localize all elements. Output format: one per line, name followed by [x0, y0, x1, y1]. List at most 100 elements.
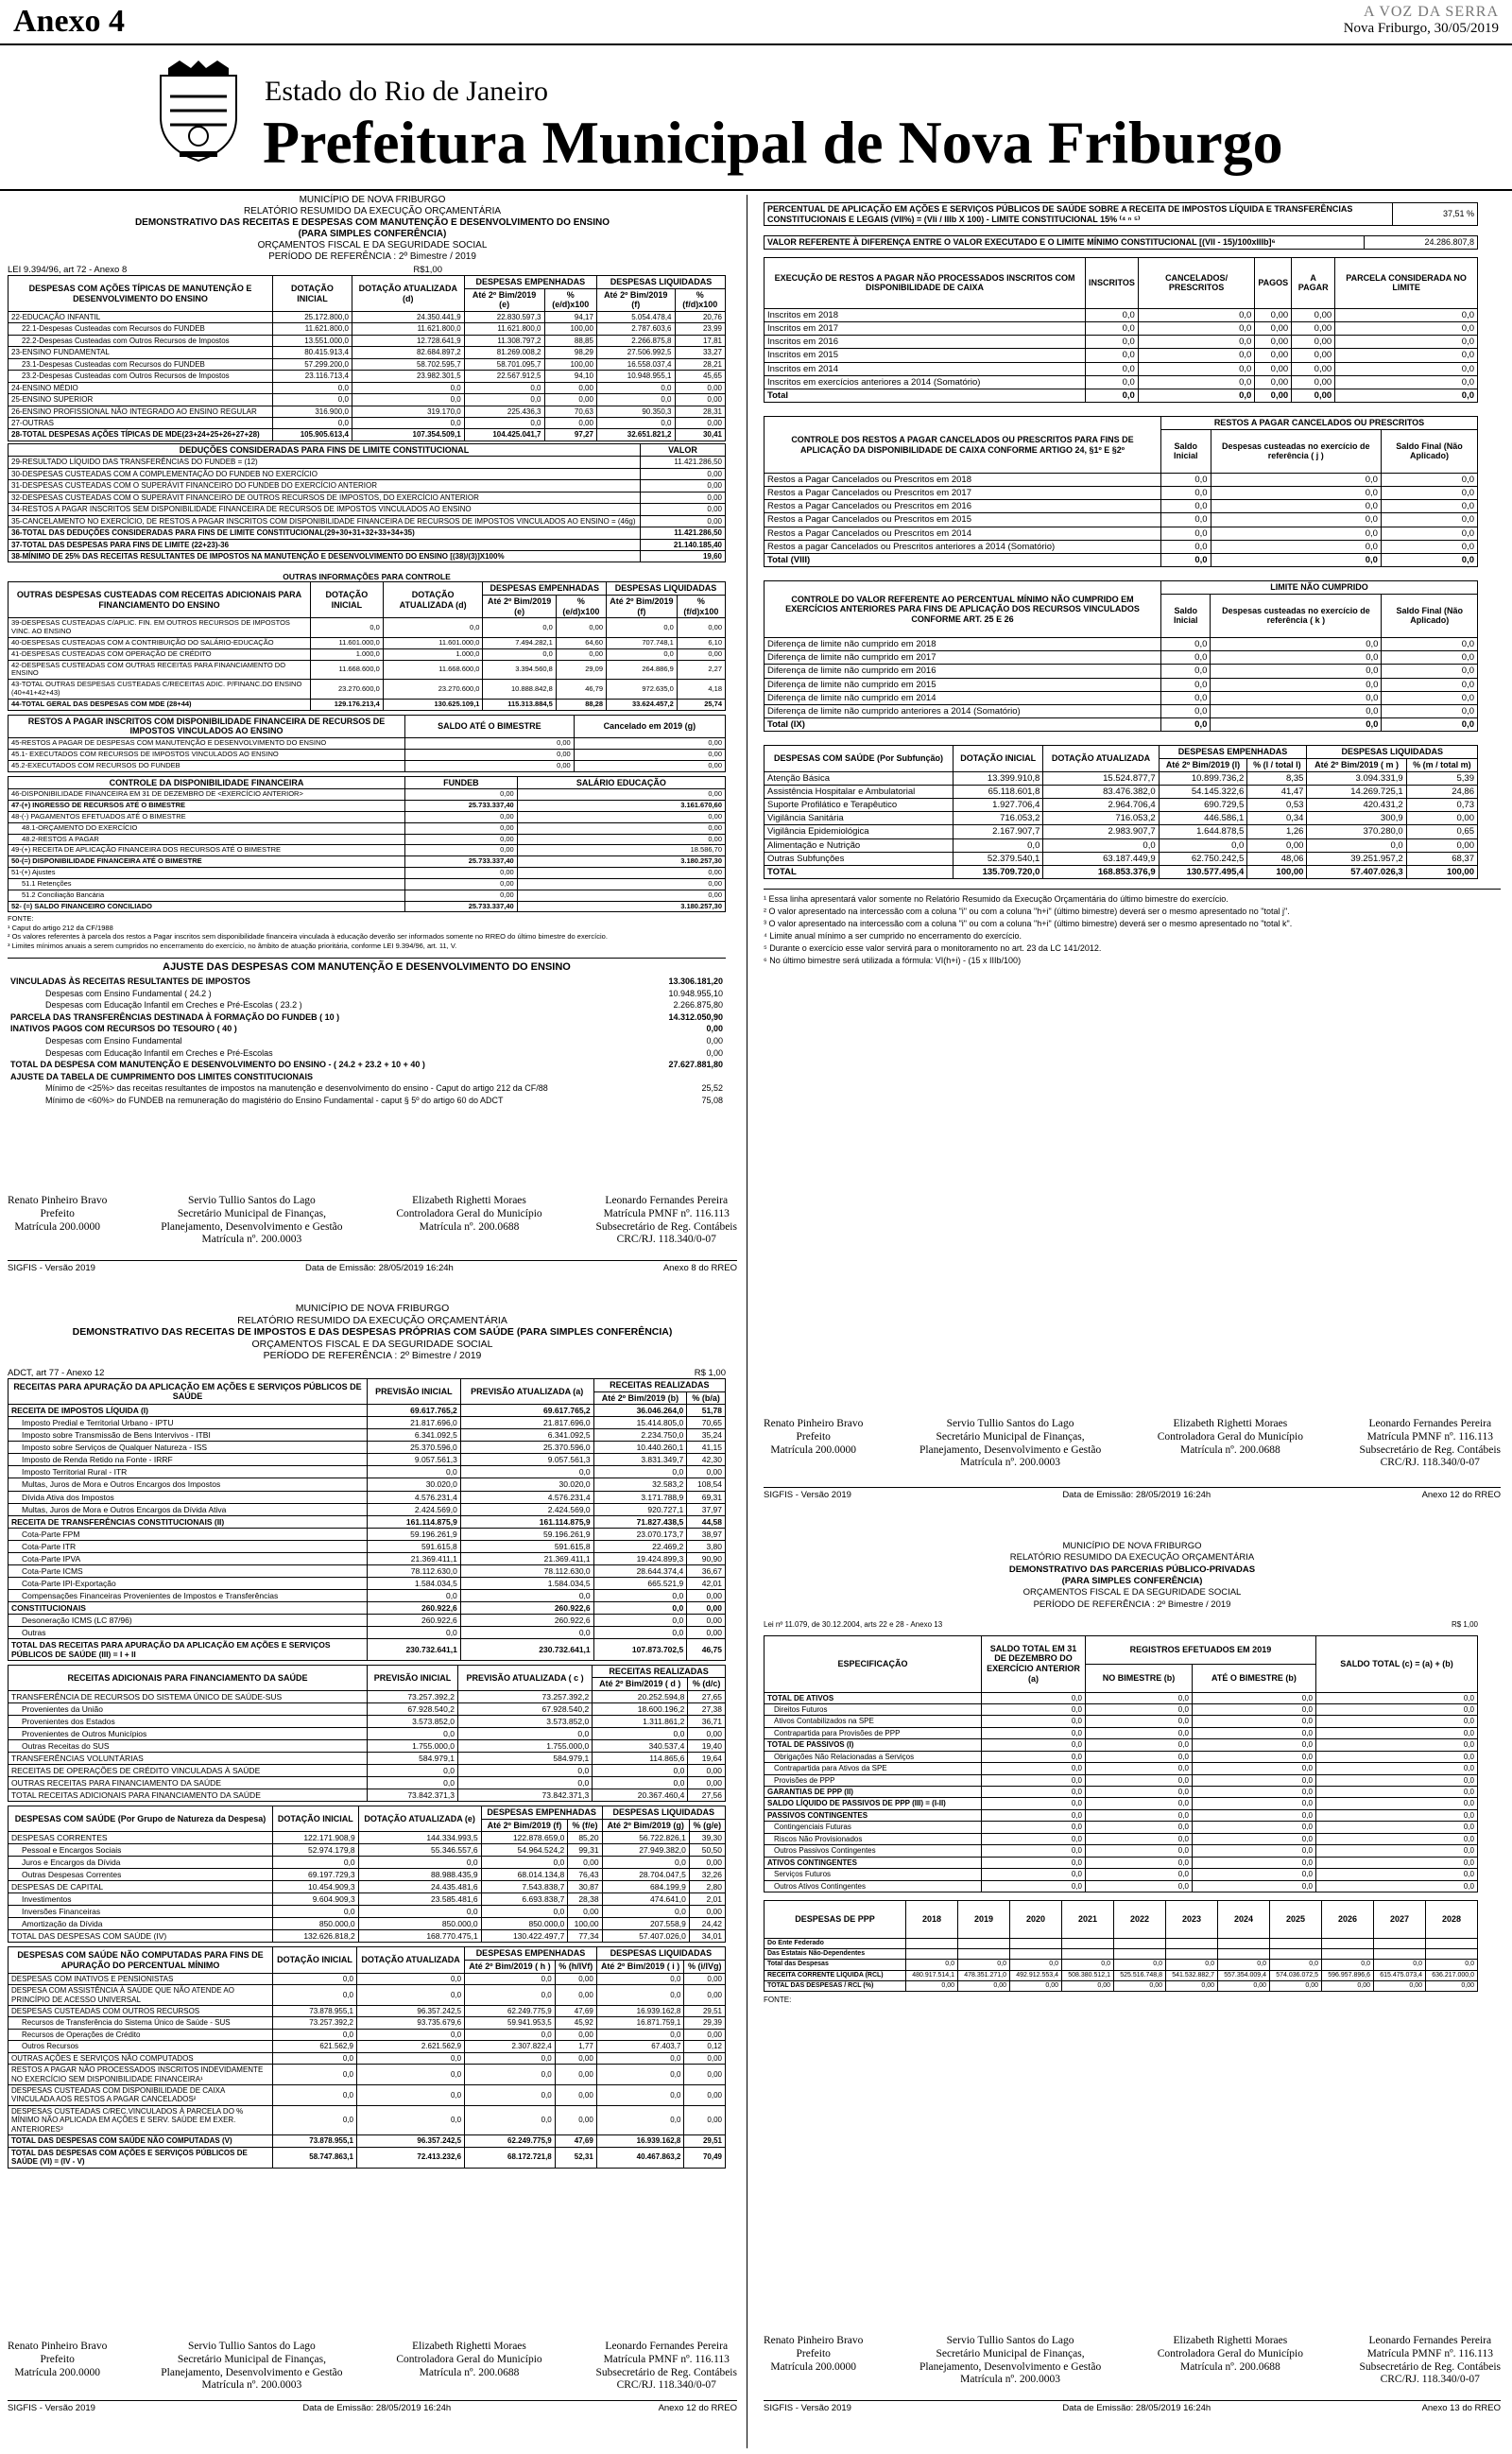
- table-cell: 8,35: [1246, 770, 1308, 786]
- row-label: DESPESAS DE CAPITAL: [8, 1880, 273, 1894]
- table-cell: 0,0: [463, 416, 545, 430]
- table-cell: 62.249.775,9: [464, 2134, 556, 2148]
- row-label: 45.1- EXECUTADOS COM RECURSOS DE IMPOSTO…: [8, 748, 405, 761]
- table-cell: 0,0: [1321, 1959, 1374, 1971]
- table-cell: 370.280,0: [1306, 824, 1407, 839]
- table-cell: 24,42: [688, 1917, 727, 1931]
- table-cell: 0,00: [567, 1856, 603, 1870]
- table-cell: 0,0: [1381, 636, 1478, 652]
- table-cell: 0,00: [554, 2104, 597, 2136]
- table-cell: 23.982.301,5: [351, 370, 465, 383]
- row-label: 48-(-) PAGAMENTOS EFETUADOS ATÉ O BIMEST…: [8, 810, 405, 823]
- newspaper-name: A VOZ DA SERRA: [1363, 4, 1499, 20]
- table-cell: 0,00: [1165, 1979, 1218, 1993]
- table-cell: 19,64: [687, 1752, 726, 1766]
- table-cell: 0,0: [463, 393, 545, 406]
- col-header: DESPESAS LIQUIDADAS: [601, 1806, 727, 1820]
- table-cell: 69.617.765,2: [459, 1404, 594, 1418]
- limit-not-met-table: CONTROLE DO VALOR REFERENTE AO PERCENTUA…: [764, 580, 1478, 733]
- table-cell: 12.728.641,9: [351, 334, 465, 348]
- table-cell: 69,31: [686, 1490, 726, 1504]
- col-header: % (f/e): [567, 1818, 603, 1833]
- row-label: Cota-Parte ITR: [8, 1539, 368, 1553]
- table-row: 38-MÍNIMO DE 25% DAS RECEITAS RESULTANTE…: [8, 549, 726, 563]
- table-cell: 0,0: [1217, 1959, 1270, 1971]
- table-cell: 0,0: [1373, 1959, 1426, 1971]
- table-cell: 0,0: [1085, 1762, 1193, 1775]
- table-cell: 0,0: [464, 2028, 556, 2042]
- table-cell: 0,00: [516, 877, 727, 890]
- report-title-line: ORÇAMENTOS FISCAL E DA SEGURIDADE SOCIAL: [251, 1338, 493, 1350]
- signatory-line: Elizabeth Righetti Moraes: [412, 2341, 526, 2352]
- table-cell: 1.755.000,0: [456, 1738, 593, 1754]
- year-header: 2025: [1269, 1899, 1322, 1939]
- table-cell: 27.627.881,80: [668, 1060, 723, 1070]
- table-row: 29-RESULTADO LÍQUIDO DAS TRANSFERÊNCIAS …: [8, 456, 726, 469]
- row-label: Despesas com Ensino Fundamental: [45, 1035, 182, 1046]
- row-label: 25-ENSINO SUPERIOR: [8, 393, 273, 406]
- row-label: Outras Despesas Correntes: [8, 1868, 273, 1882]
- report-title-line: RELATÓRIO RESUMIDO DA EXECUÇÃO ORÇAMENTÁ…: [237, 1314, 507, 1326]
- signatory-line: Planejamento, Desenvolvimento e Gestão: [919, 2360, 1102, 2373]
- table-cell: 0,00: [687, 1764, 726, 1778]
- table-cell: 0,0: [272, 1972, 357, 1986]
- masthead: Estado do Rio de Janeiro Prefeitura Muni…: [151, 59, 1493, 181]
- table-row: 42-DESPESAS CUSTEADAS COM OUTRAS RECEITA…: [8, 659, 727, 681]
- health-expenses-table: DESPESAS COM SAÚDE (Por Grupo de Naturez…: [8, 1806, 727, 1944]
- col-header: Despesas custeadas no exercício de refer…: [1210, 593, 1383, 638]
- table-cell: 3.573.852,0: [456, 1714, 593, 1728]
- table-cell: 0,0: [1085, 389, 1139, 404]
- table-cell: 11.421.286,50: [640, 456, 726, 469]
- col-header: % (e/d)x100: [543, 287, 597, 313]
- table-cell: 18.586,70: [516, 844, 727, 857]
- table-cell: 0,0: [1314, 1868, 1479, 1881]
- table-cell: 0,0: [1085, 1832, 1193, 1846]
- table-cell: 0,0: [355, 2064, 466, 2086]
- table-cell: 0,00: [404, 867, 518, 879]
- table-cell: 0,0: [459, 1465, 594, 1479]
- table-cell: 96.357.242,5: [355, 2004, 466, 2018]
- table-cell: 3.094.331,9: [1306, 770, 1407, 786]
- table-cell: 0,0: [459, 1625, 594, 1639]
- table-cell: 508.380.512,1: [1061, 1969, 1114, 1981]
- table-cell: 10.440.260,1: [593, 1441, 688, 1455]
- table-cell: 0,00: [688, 1905, 727, 1919]
- table-cell: 0,0: [272, 2104, 357, 2136]
- row-label: Inscritos em 2018: [764, 307, 1086, 323]
- row-label: TOTAL DA DESPESA COM MANUTENÇÃO E DESENV…: [10, 1060, 425, 1070]
- table-row: 26-ENSINO PROFISSIONAL NÃO INTEGRADO AO …: [8, 405, 726, 418]
- table-cell: 0,0: [1191, 1738, 1316, 1752]
- table-row: TOTAL DAS DESPESAS COM SAÚDE (IV)132.626…: [8, 1929, 727, 1944]
- table-cell: 0,0: [1137, 389, 1256, 404]
- table-cell: 62.249.775,9: [464, 2004, 556, 2018]
- table-cell: 0,00: [404, 737, 575, 750]
- col-header: % (m / total m): [1405, 757, 1479, 772]
- table-cell: 35,24: [686, 1428, 726, 1443]
- table-cell: 0,00: [640, 503, 726, 516]
- table-cell: 73.842.371,3: [367, 1789, 458, 1803]
- footer-date: Data de Emissão: 28/05/2019 16:24h: [302, 2403, 452, 2414]
- table-cell: 13.551.000,0: [272, 334, 352, 348]
- table-cell: 0,00: [516, 821, 727, 835]
- table-cell: 0,0: [1085, 307, 1139, 323]
- table-cell: 0,0: [952, 838, 1044, 853]
- difference-amount: 24.286.807,8: [1364, 235, 1478, 250]
- law-reference: Lei nº 11.079, de 30.12.2004, arts 22 e …: [764, 1620, 943, 1630]
- table-cell: 0,00: [674, 393, 726, 406]
- row-label: 37-TOTAL DAS DESPESAS PARA FINS DE LIMIT…: [8, 538, 641, 551]
- table-cell: 0,0: [1137, 348, 1256, 363]
- table-cell: 2.307.822,4: [464, 2040, 556, 2053]
- row-label: Dívida Ativa dos Impostos: [8, 1490, 368, 1504]
- table-cell: 23.270.600,0: [310, 679, 384, 700]
- table-cell: 525.516.748,8: [1113, 1969, 1166, 1981]
- footnote: ³ O valor apresentado na intercessão com…: [764, 919, 1293, 929]
- table-cell: 0,00: [688, 1856, 727, 1870]
- table-cell: 0,0: [1160, 650, 1211, 665]
